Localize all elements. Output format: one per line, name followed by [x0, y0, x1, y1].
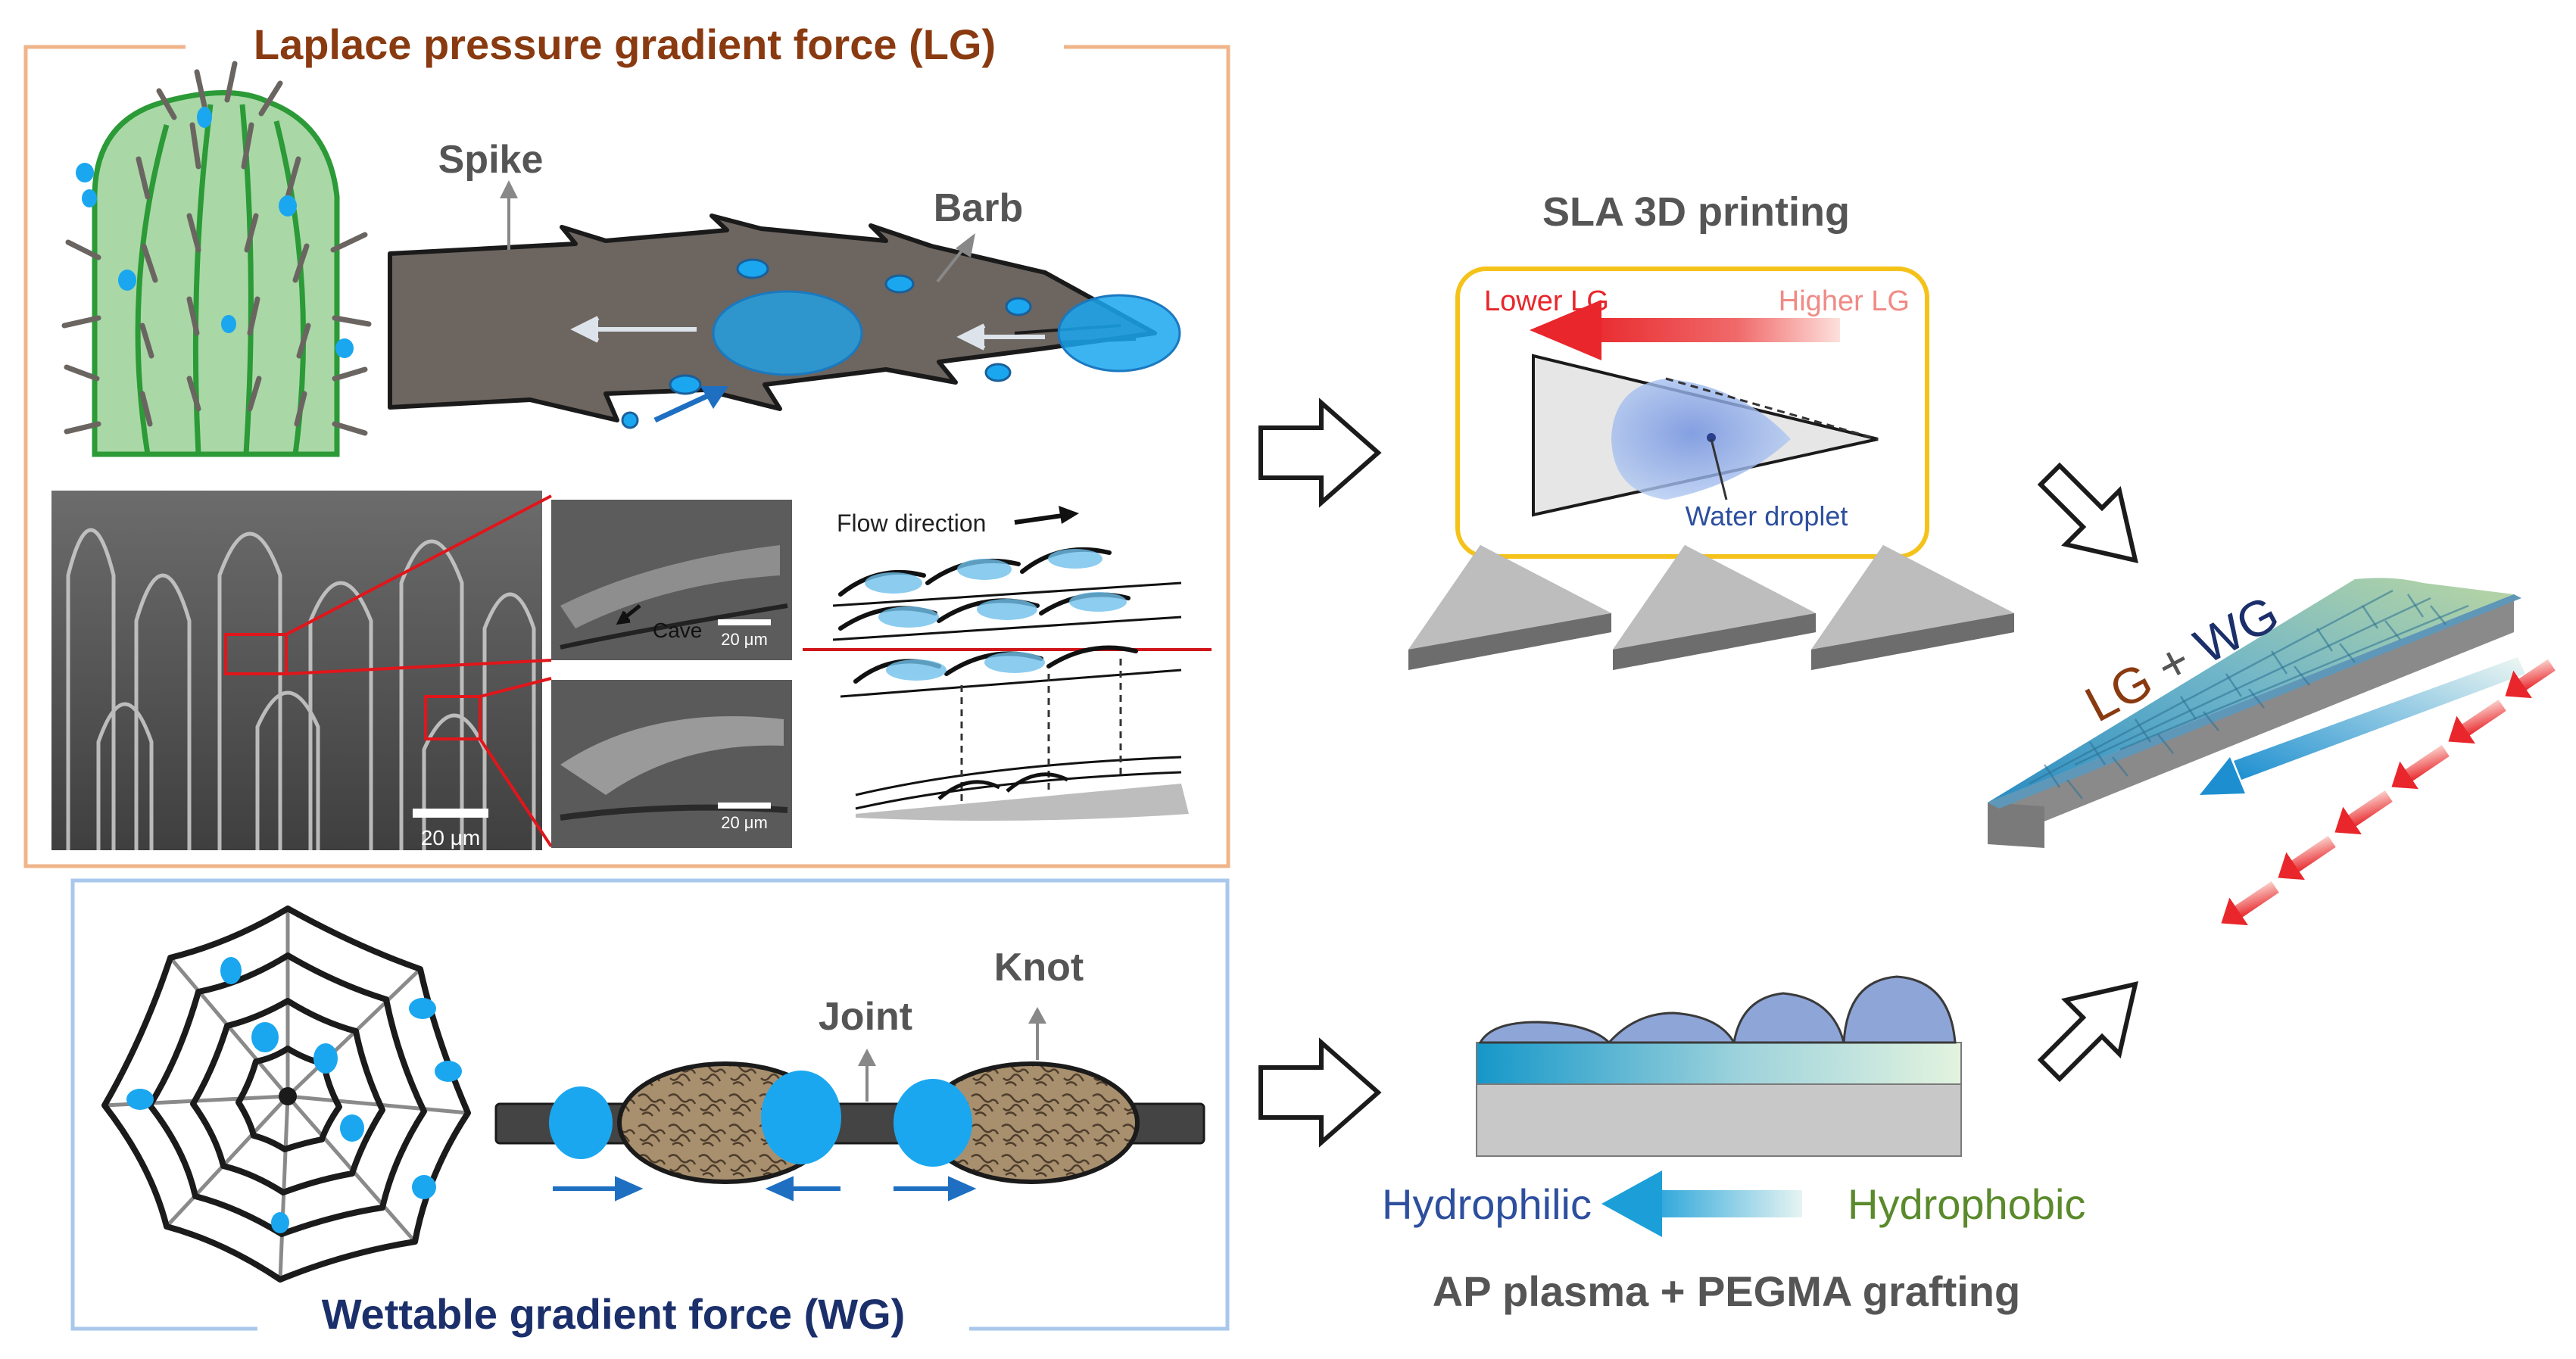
- sem-zoom-box-2: [424, 695, 482, 740]
- hydrophilic-label: Hydrophilic: [1382, 1180, 1592, 1228]
- spike-droplet-large: [712, 290, 863, 376]
- plasma-caption: AP plasma + PEGMA grafting: [1433, 1267, 2020, 1315]
- sla-title: SLA 3D printing: [1542, 189, 1850, 235]
- lg-panel-title: Laplace pressure gradient force (LG): [254, 20, 996, 68]
- fiber-droplet-3: [893, 1079, 972, 1167]
- spider-web: [101, 905, 471, 1283]
- plasma-panel: Hydrophilic Hydrophobic AP plasma + PEGM…: [1382, 975, 2085, 1315]
- higher-lg-label: Higher LG: [1779, 285, 1910, 317]
- lg-gradient-arrowhead: [1530, 300, 1601, 360]
- fiber-droplet-2: [761, 1071, 841, 1164]
- arrow-plasma-to-result: [2037, 981, 2138, 1083]
- hydrophobic-label: Hydrophobic: [1848, 1180, 2085, 1228]
- web-droplets: [126, 957, 462, 1233]
- fiber-droplet-1: [549, 1086, 613, 1159]
- surface-droplets: [1478, 975, 1957, 1044]
- silk-fiber: Joint Knot: [494, 946, 1205, 1202]
- arrow-wg-to-plasma: [1258, 1037, 1382, 1148]
- cactus-droplets: [76, 107, 354, 358]
- sla-panel: SLA 3D printing Lower LG Higher LG Water…: [1408, 189, 2014, 670]
- sem-cave-label: Cave: [653, 619, 702, 642]
- spike-label: Spike: [438, 138, 544, 182]
- grafted-coating-layer: [1476, 1042, 1962, 1085]
- sem-scale-1: 20 μm: [721, 630, 768, 649]
- spike-illustration: Spike Barb: [388, 138, 1181, 429]
- hydrophilic-arrowhead: [1601, 1170, 1662, 1237]
- flow-direction-label: Flow direction: [837, 510, 986, 537]
- collection-arrowhead: [2200, 757, 2245, 795]
- cactus-spines: [61, 61, 372, 436]
- result-panel: LG + WG: [1988, 578, 2556, 926]
- substrate-layer: [1476, 1083, 1962, 1157]
- arrow-sla-to-result: [2037, 462, 2138, 563]
- arrow-lg-to-sla: [1258, 397, 1382, 508]
- spike-droplet-tip: [1057, 294, 1181, 372]
- printed-triangles: [1408, 545, 2014, 670]
- water-droplet-label: Water droplet: [1686, 500, 1848, 531]
- wg-panel-title: Wettable gradient force (WG): [322, 1290, 906, 1338]
- red-lg-arrows: [2221, 659, 2556, 926]
- flow-schematic: Flow direction: [803, 506, 1212, 821]
- barb-label: Barb: [934, 186, 1023, 230]
- lg-title-bg: [186, 21, 1064, 74]
- spike-flow-arrows: [570, 316, 1045, 351]
- process-arrows: [1258, 397, 2138, 1148]
- lower-lg-label: Lower LG: [1484, 285, 1609, 317]
- sem-main-scale: 20 μm: [421, 826, 480, 849]
- joint-label: Joint: [819, 995, 912, 1039]
- cactus-illustration: [61, 61, 372, 457]
- lg-panel: Laplace pressure gradient force (LG): [23, 20, 1230, 868]
- sem-main-image: [51, 491, 542, 850]
- wg-panel: Wettable gradient force (WG): [70, 878, 1230, 1346]
- sem-zoom-box-1: [224, 633, 288, 675]
- hydrophilic-gradient-bar: [1643, 1190, 1802, 1217]
- collection-streak: [2234, 657, 2525, 780]
- sem-images: 20 μm Cave 20 μm 20 μm: [51, 491, 792, 850]
- sem-scale-2: 20 μm: [721, 813, 768, 832]
- knot-label: Knot: [994, 946, 1084, 990]
- cone-water-droplet: [1611, 379, 1791, 500]
- surface-pattern: [2029, 589, 2469, 800]
